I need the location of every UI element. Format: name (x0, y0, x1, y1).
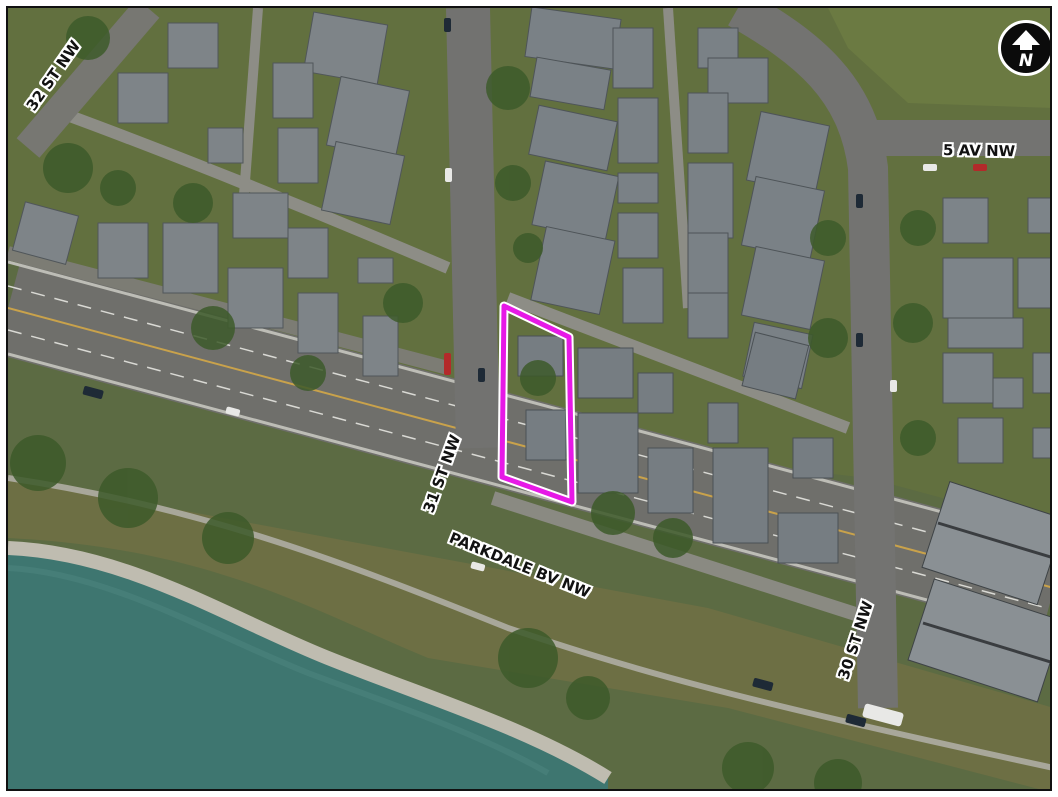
road-label-5-av-nw: 5 AV NW (942, 141, 1016, 161)
map-frame: 32 ST NW 5 AV NW 31 ST NW PARKDALE BV NW… (6, 6, 1052, 791)
aerial-map (8, 8, 1050, 789)
site-boundary-inner (499, 303, 575, 505)
north-arrow-icon: N (998, 20, 1050, 76)
north-label: N (1019, 51, 1033, 71)
